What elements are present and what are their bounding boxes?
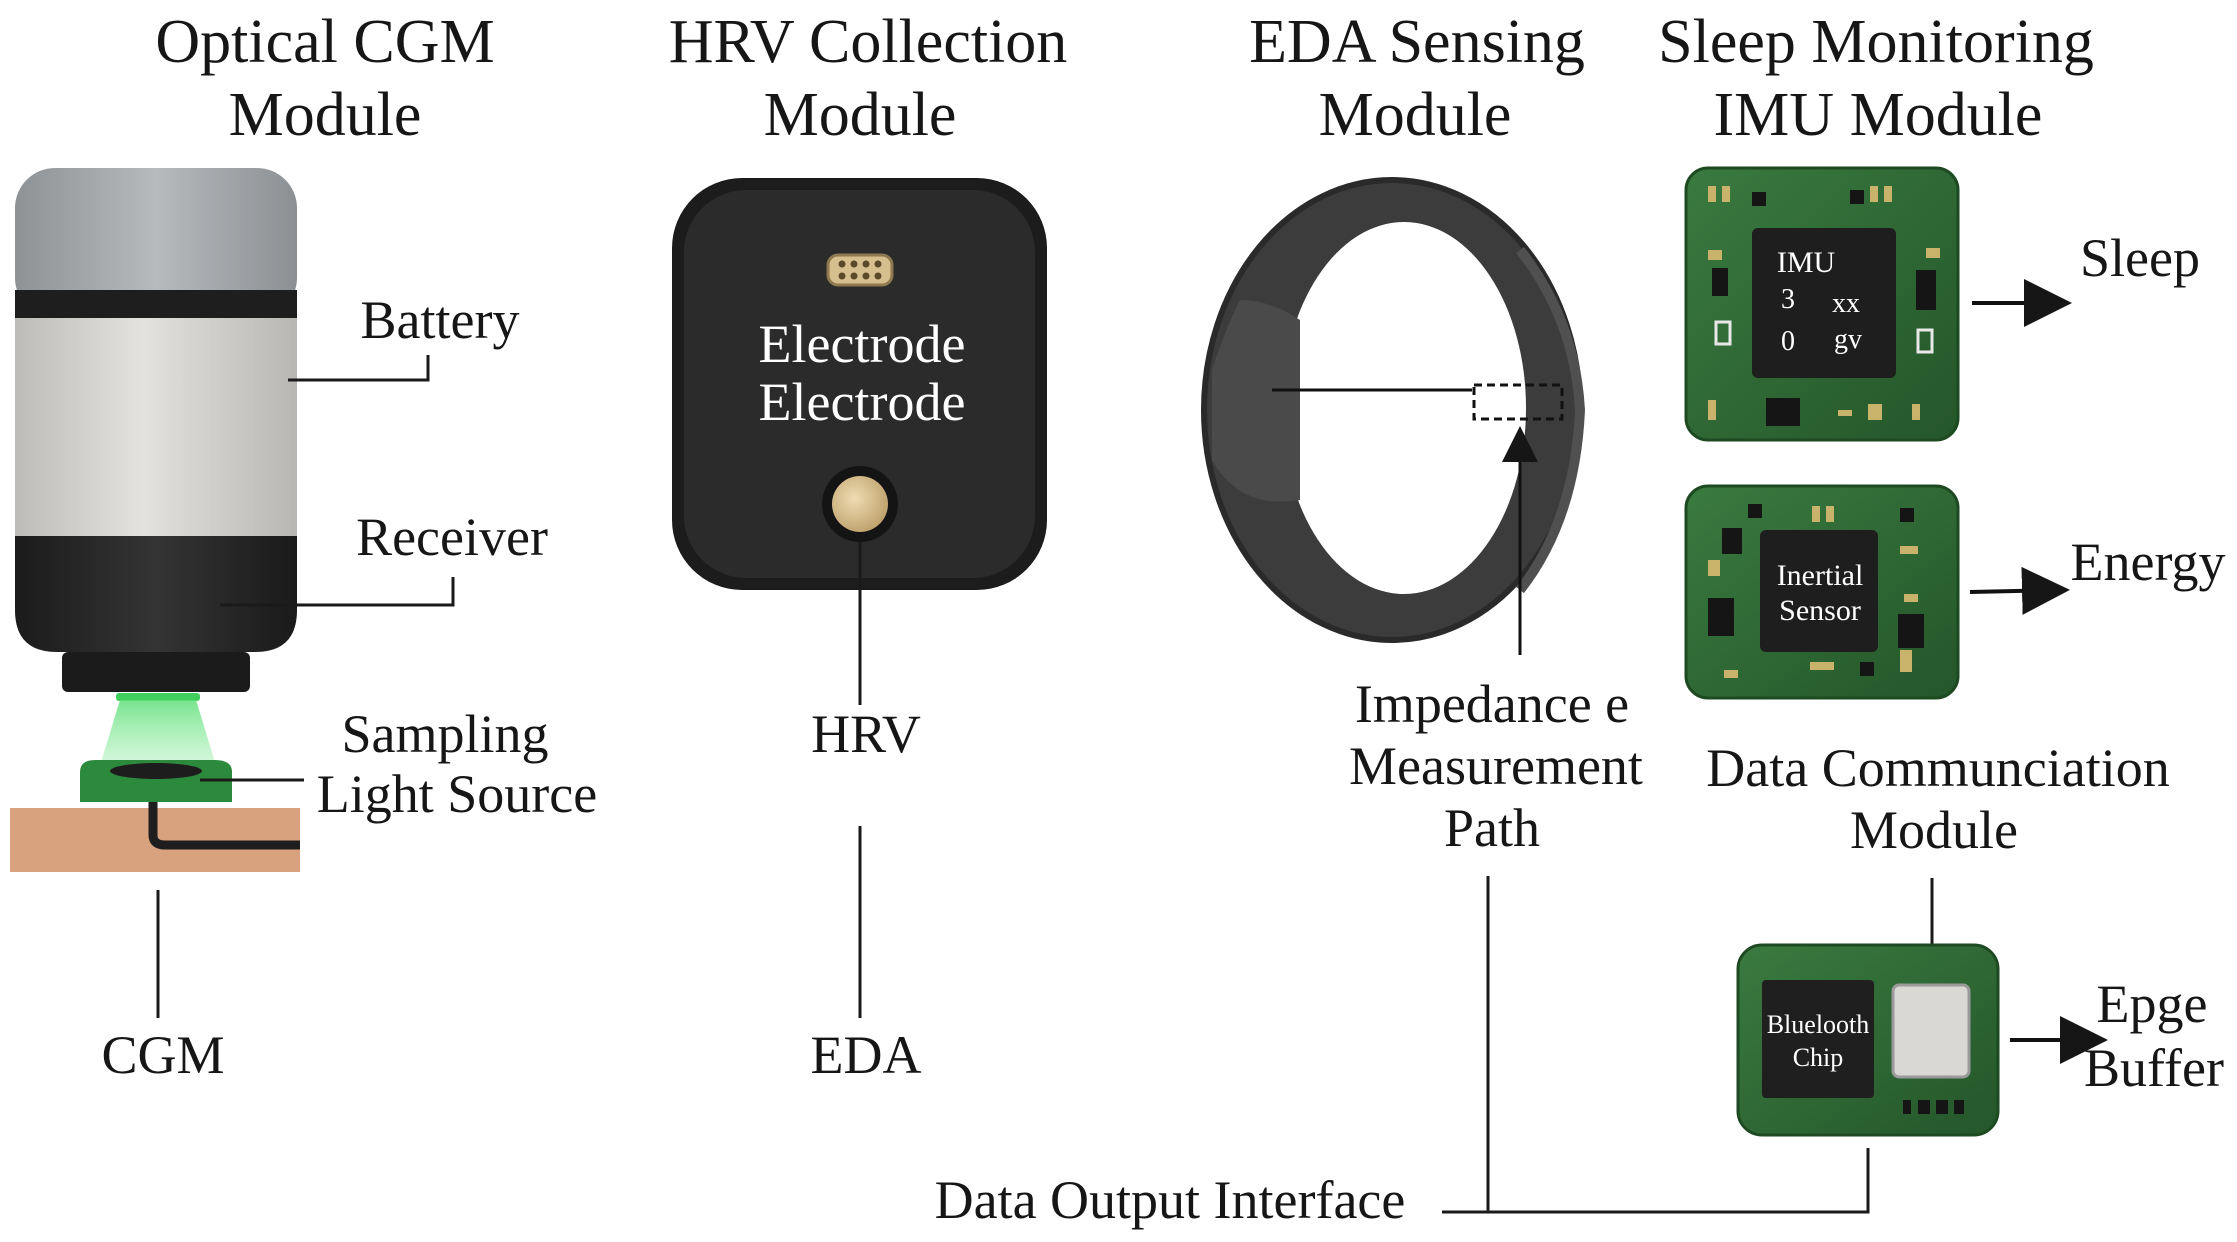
sampling-label-line2: Light Source [317, 764, 597, 824]
imu-pcb-components [1708, 186, 1940, 420]
hrv-output-label: HRV [811, 704, 921, 764]
imu-chip-label-gv: gv [1834, 324, 1862, 355]
comm-title-line2: Module [1850, 800, 2018, 860]
eda-title-line2: Module [1319, 81, 1512, 149]
sampling-label-line1: Sampling [341, 704, 548, 764]
inertial-chip-label-line1: Inertial [1777, 559, 1864, 592]
cgm-battery-cap [15, 168, 297, 318]
cgm-divider-band [15, 290, 297, 320]
cgm-filament [148, 802, 300, 850]
buffer-memory-module [1891, 983, 1971, 1079]
hrv-device-face [684, 190, 1035, 578]
impedance-label-line3: Path [1444, 798, 1540, 858]
hrv-title-line1: HRV Collection [669, 8, 1068, 76]
wristband-clasp [1212, 300, 1300, 502]
cgm-output-label: CGM [101, 1025, 224, 1085]
cgm-led-emitter [116, 693, 200, 701]
hrv-device-illustration [672, 178, 1047, 590]
cgm-lens-ring [62, 652, 250, 692]
energy-arrow [1969, 566, 2070, 615]
hrv-electrode-label-line1: Electrode [759, 314, 966, 374]
data-output-interface-label: Data Output Interface [935, 1170, 1406, 1230]
inertial-chip [1760, 530, 1878, 652]
cgm-battery-body [15, 318, 297, 538]
imu-chip-label-0: 0 [1781, 326, 1795, 357]
eda-output-label: EDA [811, 1025, 922, 1085]
cgm-title-line2: Module [229, 81, 422, 149]
inertial-chip-label-line2: Sensor [1779, 594, 1861, 627]
inertial-sensor-board [1684, 484, 1960, 700]
buffer-label-line1: Epge [2097, 974, 2208, 1034]
imu-chip-label-xx: xx [1832, 288, 1860, 319]
wristband-inner-opening [1282, 222, 1526, 594]
imu-chip-label-3: 3 [1781, 284, 1795, 315]
hrv-connector-icon [826, 253, 894, 287]
eda-wristband-illustration [1201, 177, 1586, 643]
bluetooth-chip [1762, 980, 1874, 1098]
bluetooth-chip-label-line1: Bluelooth [1767, 1010, 1870, 1039]
sleep-label: Sleep [2080, 228, 2200, 288]
imu-title-line2: IMU Module [1714, 81, 2043, 149]
bluetooth-chip-label-line2: Chip [1793, 1043, 1844, 1072]
battery-leader-line [288, 355, 430, 382]
buffer-label-line2: Buffer [2084, 1038, 2224, 1098]
bluetooth-board [1736, 943, 2000, 1137]
hrv-electrode-contact [832, 476, 888, 532]
output-interface-connector [1442, 1148, 1870, 1214]
eda-sensor-window [1472, 383, 1564, 421]
impedance-label-line1: Impedance e [1355, 674, 1629, 734]
imu-board [1684, 166, 1960, 442]
cgm-title-line1: Optical CGM [155, 8, 494, 76]
receiver-leader-line [220, 577, 455, 607]
battery-label: Battery [361, 290, 520, 350]
wristband-highlight [1516, 246, 1586, 594]
imu-chip-label-line1: IMU [1777, 246, 1836, 279]
eda-title-line1: EDA Sensing [1249, 8, 1585, 76]
impedance-label-line2: Measurement [1349, 736, 1643, 796]
cgm-sensor-tip [110, 763, 202, 779]
cgm-receiver-body [15, 536, 297, 652]
cgm-device-illustration [10, 168, 300, 872]
imu-title-line1: Sleep Monitoring [1658, 8, 2094, 76]
hrv-electrode-label-line2: Electrode [759, 372, 966, 432]
energy-label: Energy [2071, 532, 2226, 592]
imu-chip [1752, 228, 1896, 378]
receiver-label: Receiver [356, 507, 548, 567]
hrv-title-line2: Module [764, 81, 957, 149]
hrv-connector-pins [838, 260, 882, 280]
comm-title-line1: Data Communciation [1706, 738, 2169, 798]
